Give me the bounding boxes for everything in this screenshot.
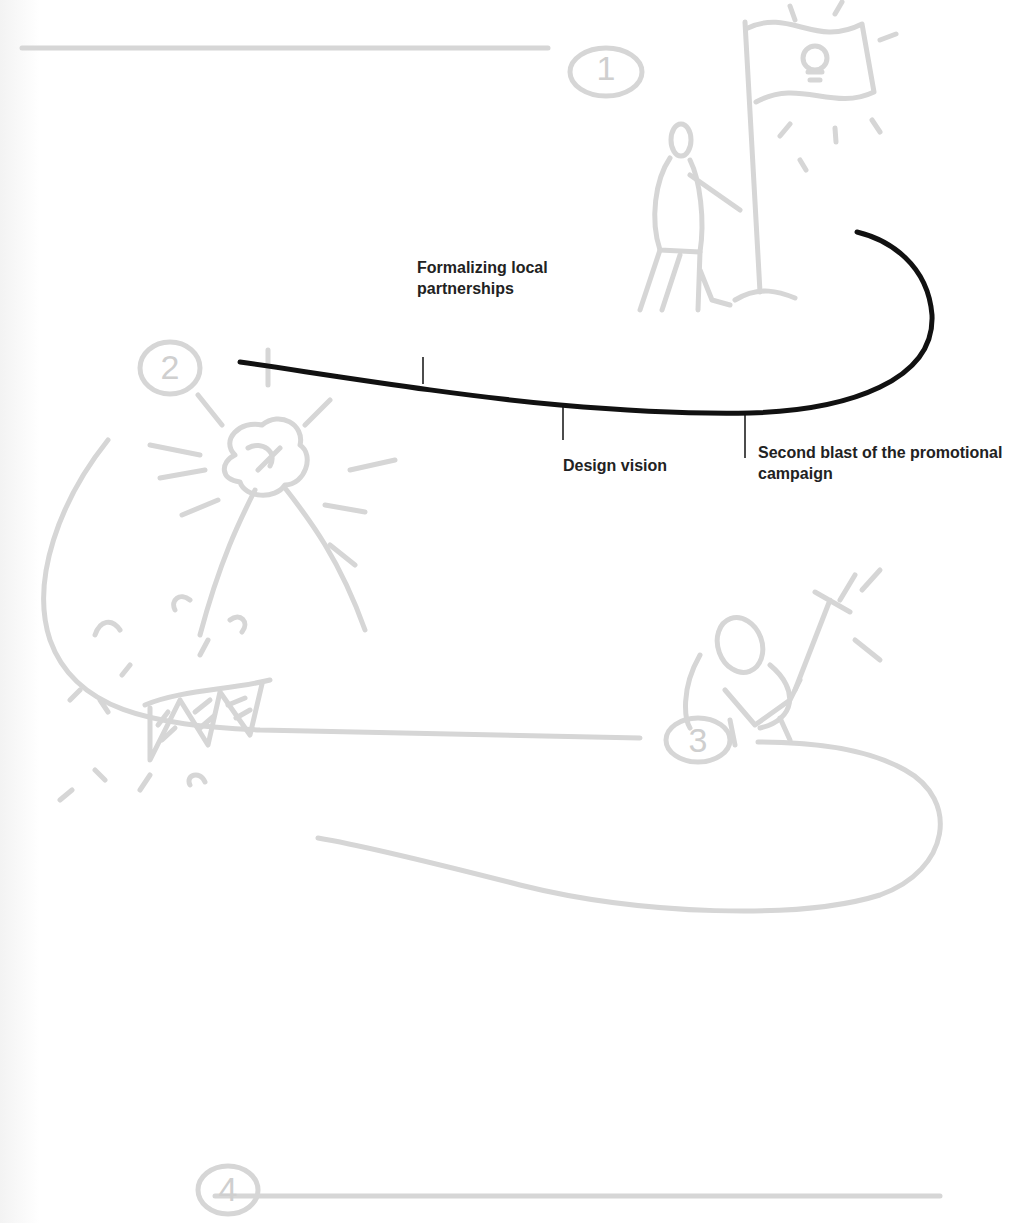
bunting-icon <box>60 597 270 800</box>
number-circle <box>198 1166 258 1214</box>
milestone-label: Second blast of the promotional campaign <box>758 443 1028 485</box>
flag-figure <box>640 2 896 310</box>
builder-icon <box>686 570 880 745</box>
callout-number: 3 <box>670 718 726 762</box>
number-circle <box>666 718 730 762</box>
milestone-label: Design vision <box>563 456 723 477</box>
milestone-label: Formalizing local partnerships <box>417 258 587 300</box>
handshake-icon <box>150 350 395 635</box>
road-segment <box>22 46 548 51</box>
road-segment <box>318 742 940 911</box>
road-segment <box>215 1194 940 1199</box>
callout-number: 1 <box>578 46 634 90</box>
callout-number: 4 <box>200 1167 256 1211</box>
road-segment <box>44 440 640 738</box>
callout-number: 2 <box>142 345 198 389</box>
progress-path <box>240 232 932 413</box>
number-circle <box>140 342 200 394</box>
milestone-ticks <box>423 357 745 458</box>
